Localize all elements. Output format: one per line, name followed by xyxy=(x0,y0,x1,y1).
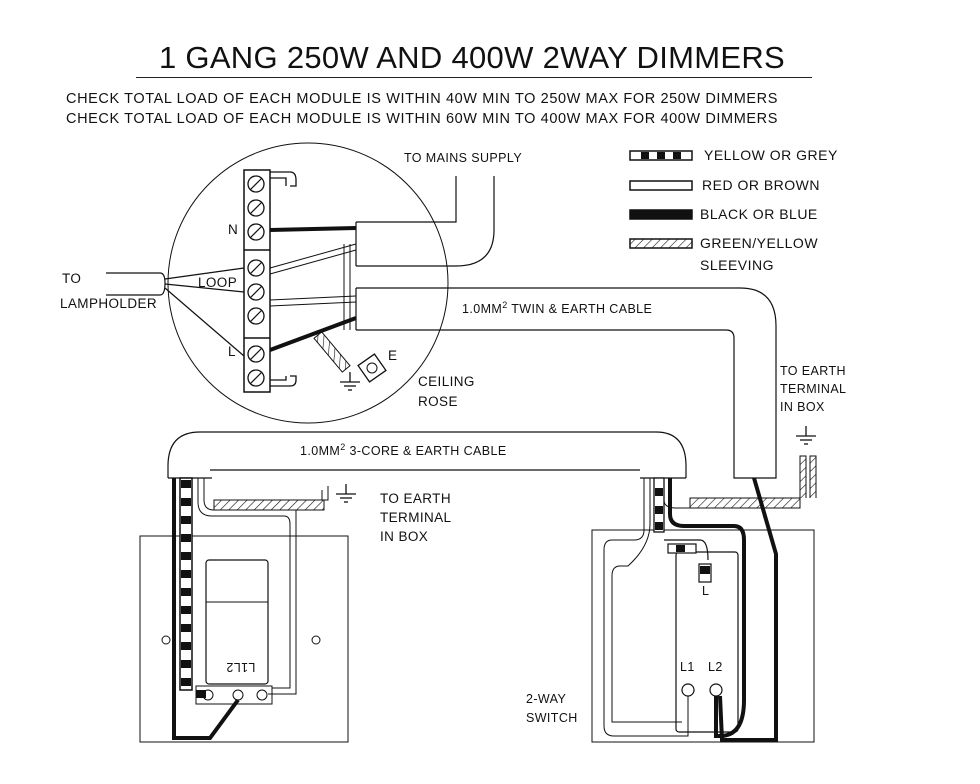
legend-swatch-yellow-grey xyxy=(629,150,693,161)
three-core-cable-label: 1.0MM2 3-CORE & EARTH CABLE xyxy=(300,442,507,458)
twin-cable-type: TWIN & EARTH CABLE xyxy=(507,302,653,317)
legend-swatch-black-blue xyxy=(629,209,693,220)
legend-label-green-yellow: GREEN/YELLOW xyxy=(700,235,819,251)
neutral-wire xyxy=(269,226,357,232)
legend-swatch-green-yellow xyxy=(629,238,693,249)
two-way-switch-label-line1: 2-WAY xyxy=(526,692,567,706)
legend-label-yellow-grey: YELLOW OR GREY xyxy=(704,147,838,163)
earth-right-label-line2: TERMINAL xyxy=(780,382,847,396)
ceiling-rose-earth xyxy=(313,331,387,391)
dimmer-wiring xyxy=(172,477,356,740)
switch-common-label: L xyxy=(702,584,710,598)
neutral-terminal-label: N xyxy=(228,222,239,237)
dimmer-plate xyxy=(139,535,349,743)
title-underline xyxy=(136,77,812,78)
twin-cable-size: 1.0MM xyxy=(462,302,503,317)
earth-terminal-label: E xyxy=(388,348,398,363)
switch-l2-label: L2 xyxy=(708,660,723,674)
earth-left-label-line3: IN BOX xyxy=(380,529,429,544)
two-way-switch-plate xyxy=(591,529,815,743)
ceiling-rose-terminal-block xyxy=(243,169,297,393)
live-terminal-label: L xyxy=(228,344,236,359)
twin-cable-superscript: 2 xyxy=(502,300,508,310)
diagram-title: 1 GANG 250W AND 400W 2WAY DIMMERS xyxy=(158,40,786,75)
ceiling-rose-label-line2: ROSE xyxy=(418,394,458,409)
lampholder-label-line1: TO xyxy=(62,271,82,286)
legend-label-black-blue: BLACK OR BLUE xyxy=(700,206,818,222)
load-note-250w: CHECK TOTAL LOAD OF EACH MODULE IS WITHI… xyxy=(66,91,779,107)
lampholder-flex xyxy=(106,267,245,357)
legend-label-sleeving: SLEEVING xyxy=(700,257,775,273)
mains-supply-label: TO MAINS SUPPLY xyxy=(404,151,523,165)
loop-wires xyxy=(269,243,357,330)
twin-earth-cable xyxy=(355,287,777,479)
two-way-switch-label-line2: SWITCH xyxy=(526,711,578,725)
switch-live-wire xyxy=(269,316,357,352)
load-note-400w: CHECK TOTAL LOAD OF EACH MODULE IS WITHI… xyxy=(66,111,779,127)
mains-supply-cable xyxy=(355,176,495,267)
earth-left-label-line1: TO EARTH xyxy=(380,491,451,506)
three-core-cable-type: 3-CORE & EARTH CABLE xyxy=(345,444,507,459)
legend xyxy=(629,150,693,249)
loop-terminal-label: LOOP xyxy=(198,275,238,290)
twin-earth-cable-label: 1.0MM2 TWIN & EARTH CABLE xyxy=(462,300,652,316)
earth-right-label-line1: TO EARTH xyxy=(780,364,846,378)
legend-label-red-brown: RED OR BROWN xyxy=(702,177,820,193)
earth-right-label-line3: IN BOX xyxy=(780,400,825,414)
three-core-cable-size: 1.0MM xyxy=(300,444,341,459)
switch-wiring xyxy=(603,426,817,742)
switch-l1-label: L1 xyxy=(680,660,695,674)
three-core-cable-superscript: 2 xyxy=(340,442,346,452)
earth-left-label-line2: TERMINAL xyxy=(380,510,452,525)
ceiling-rose-label-line1: CEILING xyxy=(418,374,475,389)
dimmer-terminal-labels: L1L2 xyxy=(226,660,256,674)
ceiling-rose-outline xyxy=(167,142,449,424)
lampholder-label-line2: LAMPHOLDER xyxy=(60,296,158,311)
legend-swatch-red-brown xyxy=(629,180,693,191)
